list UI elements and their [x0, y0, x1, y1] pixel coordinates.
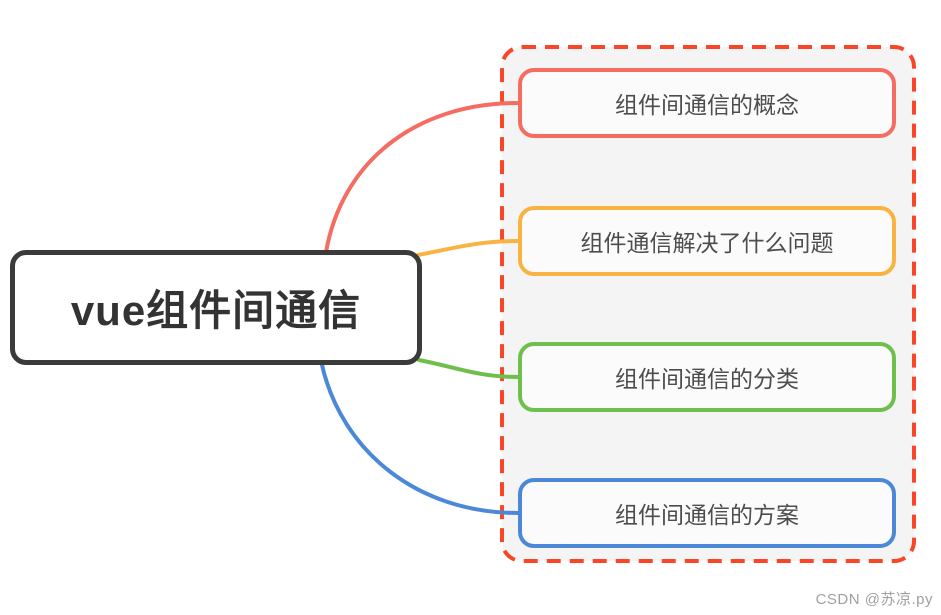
- branch-node-concept[interactable]: 组件间通信的概念: [518, 68, 896, 138]
- root-node[interactable]: vue组件间通信: [10, 250, 422, 365]
- connector-branch-solution: [320, 363, 520, 515]
- branch-node-problem[interactable]: 组件通信解决了什么问题: [518, 206, 896, 276]
- branch-node-label: 组件间通信的方案: [615, 502, 799, 528]
- connector-branch-concept: [324, 101, 520, 254]
- branch-node-label: 组件间通信的分类: [615, 366, 799, 392]
- branch-node-label: 组件通信解决了什么问题: [580, 230, 834, 256]
- branch-node-label: 组件间通信的概念: [615, 92, 799, 118]
- watermark: CSDN @苏凉.py: [815, 591, 933, 608]
- branch-node-category[interactable]: 组件间通信的分类: [518, 342, 896, 412]
- branch-node-solution[interactable]: 组件间通信的方案: [518, 478, 896, 548]
- root-node-label: vue组件间通信: [70, 287, 362, 334]
